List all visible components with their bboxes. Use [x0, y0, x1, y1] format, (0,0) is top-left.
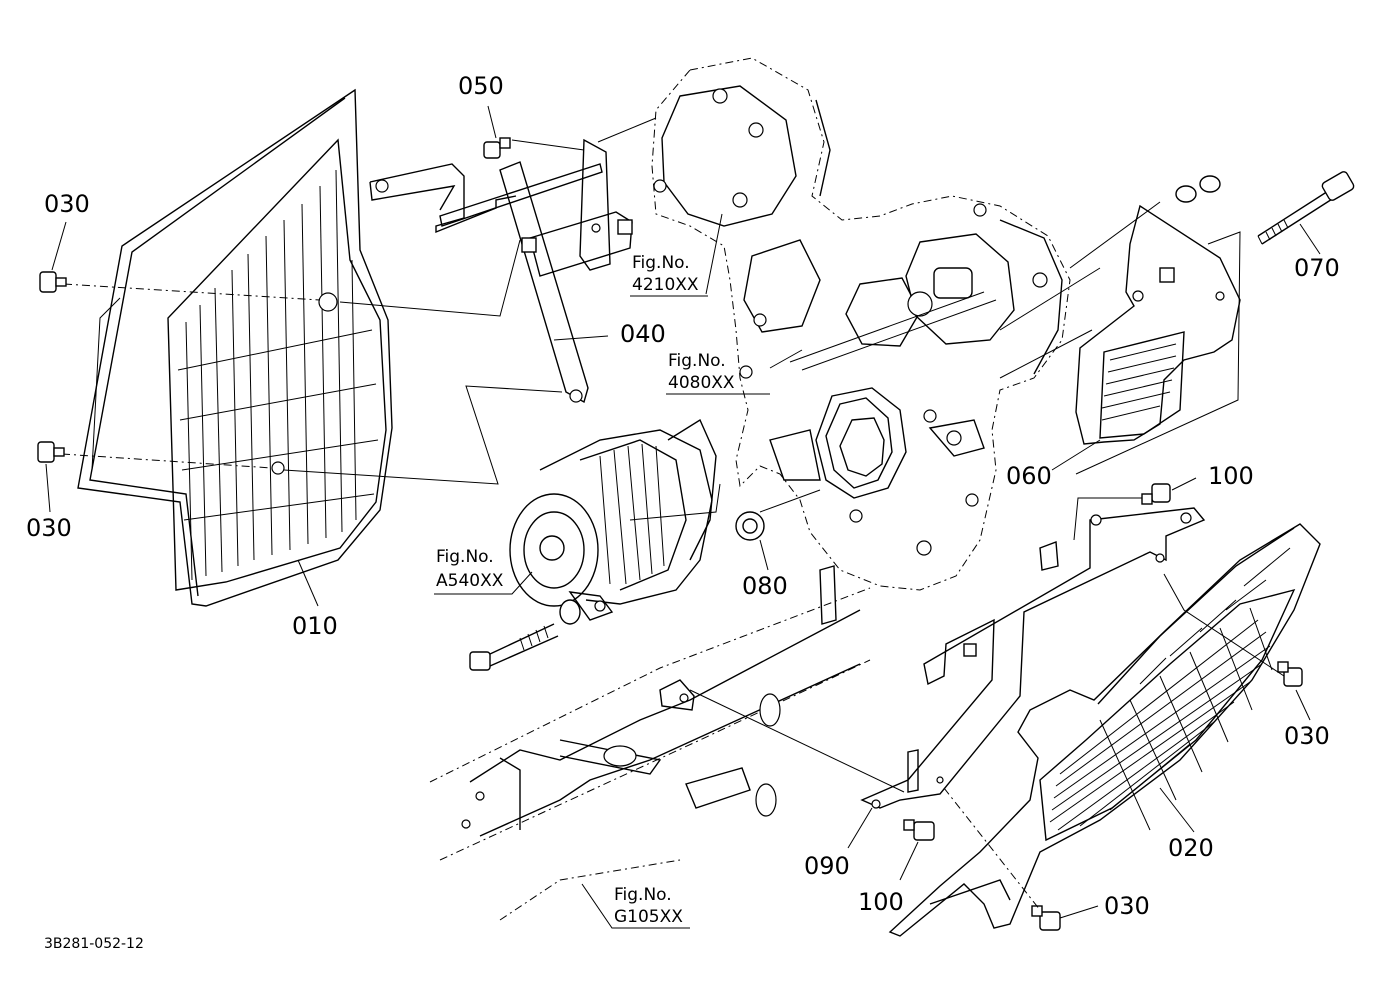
part-label-100-lower: 100: [858, 888, 904, 916]
leader-line: [597, 117, 657, 143]
grille-mesh-020: [1049, 607, 1273, 831]
leader-line: [1059, 905, 1099, 919]
dash-line: [943, 787, 1041, 911]
dash-line: [61, 453, 273, 469]
leader-line: [759, 539, 769, 571]
figure-ref-title: Fig.No.: [436, 547, 494, 567]
nut-080: [735, 511, 765, 541]
part-label-100-upper: 100: [1208, 462, 1254, 490]
leader-line: [1075, 231, 1241, 475]
part-label-040: 040: [620, 320, 666, 348]
figure-ref-code: G105XX: [614, 907, 683, 927]
shield-plate-060: [1075, 204, 1241, 445]
figure-ref-title: Fig.No.: [614, 885, 672, 905]
leader-line: [1069, 201, 1161, 269]
leader-line: [999, 329, 1093, 379]
part-label-030-upper-left: 030: [44, 190, 90, 218]
leader-line: [45, 463, 51, 513]
figure-ref-title: Fig.No.: [668, 351, 726, 371]
leader-line: [283, 385, 563, 485]
leader-line: [553, 335, 609, 341]
machine-frame: [429, 565, 871, 921]
part-label-020: 020: [1168, 834, 1214, 862]
bolt-100-upper: [1141, 483, 1171, 505]
part-label-060: 060: [1006, 462, 1052, 490]
bolt-070: [1257, 171, 1355, 245]
leader-line: [51, 221, 67, 271]
figure-ref-4080: Fig.No. 4080XX: [666, 351, 770, 395]
leader-line: [1295, 689, 1311, 721]
leader-line: [759, 489, 821, 513]
alternator: [509, 418, 717, 621]
grille-slats-010: [177, 169, 379, 581]
alternator-bolt: [469, 599, 581, 671]
dash-line: [63, 283, 321, 301]
leader-line: [339, 239, 521, 317]
figure-ref-code: 4080XX: [668, 373, 735, 393]
engine-gear-case: [651, 57, 1071, 591]
part-label-070: 070: [1294, 254, 1340, 282]
leader-line: [1163, 573, 1285, 677]
part-label-030-bottom: 030: [1104, 892, 1150, 920]
bolt-050: [483, 137, 511, 159]
part-label-030-lower-left: 030: [26, 514, 72, 542]
leader-line: [1299, 223, 1321, 255]
leader-line: [297, 559, 319, 607]
leader-line: [847, 807, 873, 849]
leader-line: [487, 105, 497, 139]
part-label-050: 050: [458, 72, 504, 100]
leader-line: [629, 483, 721, 521]
bolt-100-lower: [903, 819, 935, 841]
leader-line: [511, 139, 585, 151]
leader-line: [899, 841, 919, 881]
figure-ref-4210: Fig.No. 4210XX: [630, 253, 708, 297]
leader-line: [434, 571, 533, 595]
figure-ref-g105: Fig.No. G105XX: [614, 885, 683, 927]
grille-020: [888, 523, 1321, 937]
part-label-090: 090: [804, 852, 850, 880]
leader-line: [1171, 477, 1197, 491]
leader-line: [581, 883, 690, 929]
nut-washer: [1175, 175, 1221, 203]
bolt-030-upper-left: [39, 271, 67, 293]
figure-ref-a540: Fig.No. A540XX: [436, 547, 504, 591]
bracket-090: [860, 507, 1206, 809]
leader-line: [705, 213, 723, 295]
bolt-030-bottom: [1031, 905, 1061, 931]
figure-ref-code: 4210XX: [632, 275, 699, 295]
part-label-010: 010: [292, 612, 338, 640]
leader-line: [1159, 787, 1195, 833]
leader-line: [1073, 497, 1150, 541]
leader-line: [1051, 439, 1101, 471]
leader-line: [999, 267, 1101, 331]
figure-ref-code: A540XX: [436, 571, 504, 591]
leader-line: [689, 689, 905, 793]
bolt-030-lower-left: [37, 441, 65, 463]
part-label-030-right: 030: [1284, 722, 1330, 750]
figure-ref-title: Fig.No.: [632, 253, 690, 273]
bracket-040: [369, 138, 633, 404]
leader-line: [769, 349, 803, 369]
drawing-code: 3B281-052-12: [44, 936, 144, 952]
grille-cover-010: [77, 88, 393, 607]
part-label-080: 080: [742, 572, 788, 600]
bolt-030-right: [1277, 661, 1303, 687]
